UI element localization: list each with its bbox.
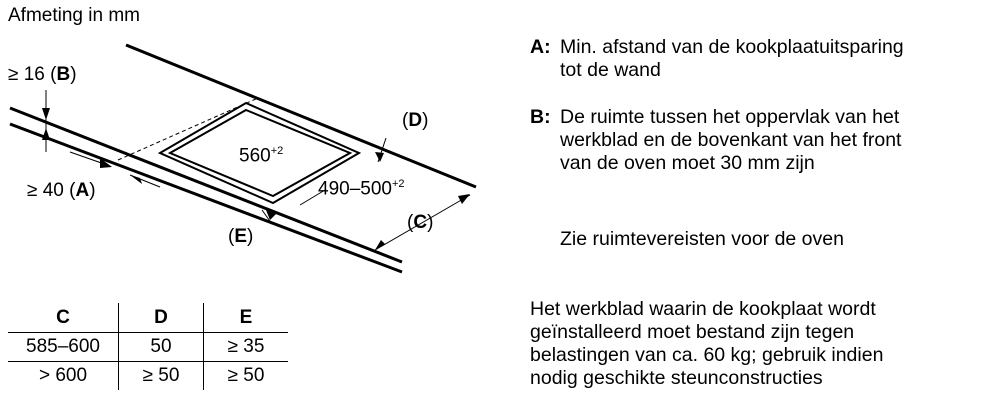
- label-depth: 490–500+2: [318, 178, 405, 200]
- table-header-c: C: [8, 303, 119, 333]
- installation-diagram: [9, 43, 477, 274]
- worktop-front-edge: [9, 106, 403, 264]
- dashed-guide-line: [117, 97, 259, 161]
- dimension-table: C D E 585–600 50 ≥ 35 > 600 ≥ 50 ≥ 50: [8, 303, 288, 390]
- table-cell: ≥ 35: [203, 332, 288, 362]
- depth-dim-line: [299, 189, 326, 206]
- table-cell: ≥ 50: [118, 361, 204, 390]
- label-b: ≥ 16 (B): [8, 64, 77, 85]
- e-arrow: [266, 210, 276, 220]
- worktop-back-edge: [125, 43, 477, 189]
- d-arrow: [375, 152, 384, 162]
- e-dim-line: [261, 209, 273, 225]
- table-row: > 600 ≥ 50 ≥ 50: [8, 361, 288, 390]
- table-header-e: E: [203, 303, 288, 333]
- note-c: Zie ruimtevereisten voor de oven: [560, 228, 844, 250]
- c-arrow-bottom: [375, 240, 385, 250]
- a-arrow-right: [130, 175, 142, 184]
- table-cell: > 600: [8, 361, 119, 390]
- c-dim-line: [374, 194, 471, 251]
- table-row: 585–600 50 ≥ 35: [8, 332, 288, 362]
- table-cell: 50: [118, 332, 204, 362]
- label-a: ≥ 40 (A): [27, 180, 96, 201]
- label-width: 560+2: [239, 145, 284, 167]
- note-e: Het werkblad waarin de kookplaat wordt g…: [530, 298, 884, 389]
- cutout-outer: [157, 101, 362, 205]
- c-arrow-top: [458, 194, 470, 204]
- table-header-row: C D E: [8, 303, 288, 333]
- label-d: (D): [402, 110, 429, 131]
- front-panel-edge: [9, 122, 403, 274]
- table-cell: 585–600: [8, 332, 119, 362]
- label-c: (C): [407, 212, 434, 233]
- b-arrow-bottom: [42, 128, 50, 140]
- table-header-d: D: [118, 303, 204, 333]
- diagram-title: Afmeting in mm: [8, 5, 140, 26]
- note-b: B: De ruimte tussen het oppervlak van he…: [530, 106, 902, 174]
- cutout-inner: [167, 108, 353, 198]
- b-arrow-top: [42, 108, 50, 120]
- note-a: A: Min. afstand van de kookplaatuitspari…: [530, 36, 904, 81]
- label-e: (E): [228, 226, 254, 247]
- table-cell: ≥ 50: [227, 365, 265, 386]
- a-arrow-left: [100, 158, 112, 168]
